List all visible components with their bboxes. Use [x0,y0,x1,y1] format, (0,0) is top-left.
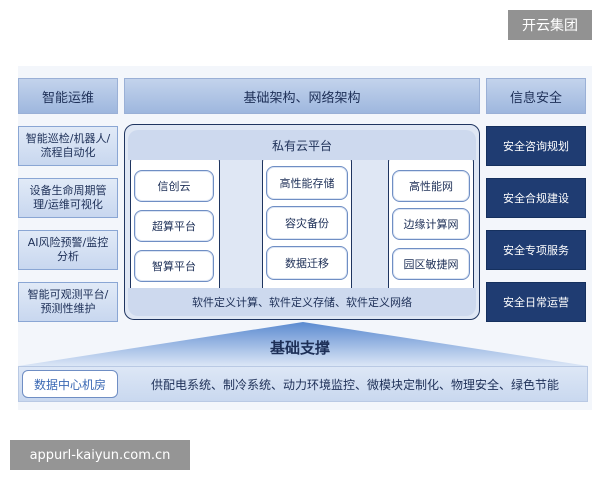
watermark-brand: 开云集团 [508,10,592,40]
software-defined-bar: 软件定义计算、软件定义存储、软件定义网络 [128,288,476,316]
header-info-security: 信息安全 [486,78,586,114]
cloud-item-supercomputing: 超算平台 [134,210,214,242]
security-item-consulting: 安全咨询规划 [486,126,586,166]
datacenter-systems: 供配电系统、制冷系统、动力环境监控、微模块定制化、物理安全、绿色节能 [150,377,559,392]
cloud-item-campus-network: 园区敏捷网 [392,248,470,280]
security-item-operations: 安全日常运营 [486,282,586,322]
ops-item-lifecycle: 设备生命周期管理/运维可视化 [18,178,118,218]
header-infrastructure: 基础架构、网络架构 [124,78,480,114]
foundation-title: 基础支撑 [269,338,330,357]
cloud-item-xinchuang: 信创云 [134,170,214,202]
ops-item-inspection: 智能巡检/机器人/流程自动化 [18,126,118,166]
private-cloud-title: 私有云平台 [128,130,476,160]
cloud-item-intelligent-computing: 智算平台 [134,250,214,282]
cloud-item-disaster-backup: 容灾备份 [266,206,348,240]
cloud-item-hp-storage: 高性能存储 [266,166,348,200]
datacenter-label: 数据中心机房 [22,370,118,398]
ops-item-observability: 智能可观测平台/预测性维护 [18,282,118,322]
ops-item-risk-warning: AI风险预警/监控分析 [18,230,118,270]
security-item-compliance: 安全合规建设 [486,178,586,218]
foundation-triangle [18,322,588,366]
cloud-item-data-migration: 数据迁移 [266,246,348,280]
header-smart-ops: 智能运维 [18,78,118,114]
cloud-item-hp-network: 高性能网 [392,170,470,202]
cloud-item-edge-network: 边缘计算网 [392,208,470,240]
watermark-url: appurl-kaiyun.com.cn [10,440,190,470]
security-item-special: 安全专项服务 [486,230,586,270]
